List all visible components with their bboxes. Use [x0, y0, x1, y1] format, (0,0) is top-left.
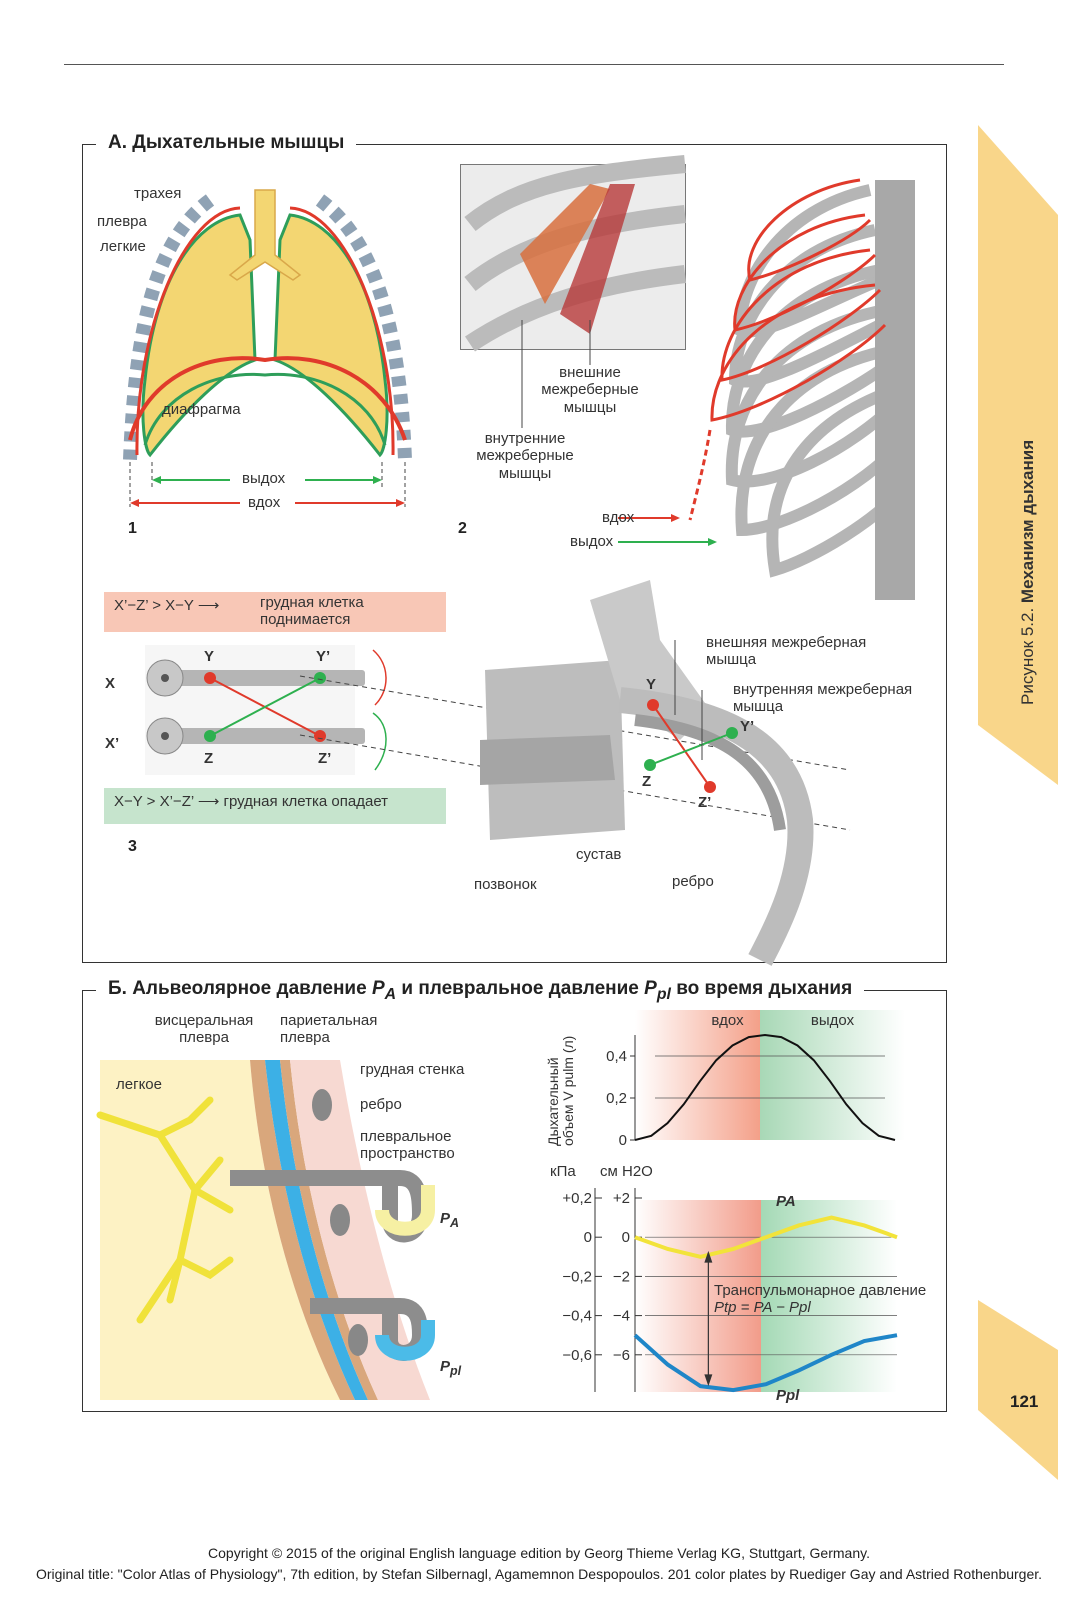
fig2-inhale-label: вдох [602, 509, 635, 526]
label-vert-y2: Y’ [740, 718, 755, 735]
rib-label-b: ребро [360, 1096, 402, 1113]
external-muscle-label: внешняя межреберная мышца [706, 634, 867, 669]
cmh2o-tick-label: −6 [613, 1347, 630, 1364]
trachea-label: трахея [134, 185, 182, 202]
fig3-number: 3 [128, 838, 137, 855]
joint-label: сустав [576, 846, 622, 863]
panel-a-title: А. Дыхательные мышцы [96, 132, 357, 154]
chest-wall-label: грудная стенка [360, 1061, 465, 1078]
copyright-line-1: Copyright © 2015 of the original English… [208, 1545, 870, 1561]
copyright-line-2: Original title: "Color Atlas of Physiolo… [35, 1566, 1043, 1582]
external-intercostal-label: внешние межреберные мышцы [541, 364, 639, 416]
vertebra-label: позвонок [474, 876, 537, 893]
rule-up-formula: X’−Z’ > X−Y [114, 597, 194, 614]
rule-down-formula: X−Y > X’−Z’ [114, 793, 194, 810]
rib-label: ребро [672, 873, 714, 890]
phase-label-inhale: вдох [711, 1012, 744, 1029]
fig2-arrows [618, 514, 717, 546]
exhale-zone [760, 1010, 905, 1140]
volume-tick-label: 0,2 [606, 1090, 627, 1107]
inhale-zone [635, 1010, 760, 1140]
kpa-tick-label: −0,6 [562, 1347, 592, 1364]
cmh2o-tick-label: −2 [613, 1268, 630, 1285]
label-y: Y [204, 648, 215, 665]
side-tab-text: Рисунок 5.2. Механизм дыхания [1018, 439, 1037, 705]
phase-label-exhale: выдох [811, 1012, 855, 1029]
diaphragm-label: диафрагма [162, 401, 241, 418]
pressure-annotation: Транспульмонарное давление Ptp = PA − Pp… [714, 1282, 927, 1317]
page-number: 121 [1010, 1392, 1039, 1411]
volume-chart: вдох выдох 0 0,2 0,4 [606, 1010, 905, 1149]
ppl-series-label: Ppl [776, 1387, 800, 1404]
cmh2o-tick-label: 0 [622, 1229, 630, 1246]
rule-chest-falls: X−Y > X’−Z’ ⟶ грудная клетка опадает [104, 788, 446, 824]
ppl-label: Ppl [440, 1358, 462, 1378]
lungs-illustration [123, 189, 412, 461]
series-ppl [633, 1333, 898, 1393]
label-y2: Y’ [316, 648, 331, 665]
volume-tick-label: 0,4 [606, 1048, 627, 1065]
internal-intercostal-label: внутренние межреберные мышцы [476, 430, 574, 482]
volume-ylabel: Дыхательный объем V pulm (л) [545, 1035, 577, 1146]
series-pa [634, 1215, 898, 1259]
panel-a [82, 144, 947, 963]
rule-chest-rises: X’−Z’ > X−Y ⟶ [104, 592, 446, 632]
lung-label: легкое [116, 1076, 162, 1093]
kpa-tick-label: +0,2 [562, 1190, 592, 1207]
pleura-diagram [96, 1060, 435, 1400]
kpa-label: кПа [550, 1163, 576, 1180]
fig2-number: 2 [458, 520, 467, 537]
top-rule [64, 64, 1004, 65]
cmh2o-tick-label: +2 [613, 1190, 630, 1207]
cmh2o-label: см H2O [600, 1163, 653, 1180]
rule-down-result: грудная клетка опадает [223, 793, 389, 810]
kpa-tick-label: −0,4 [562, 1308, 592, 1325]
fig1-exhale-label: выдох [242, 470, 286, 487]
pleura-label: плевра [97, 213, 147, 230]
arrow-right-icon: ⟶ [197, 597, 220, 614]
fig2-leader-lines [521, 320, 591, 428]
panel-b-title: Б. Альвеолярное давление PA и плеврально… [96, 978, 865, 1004]
intercostal-detail-illustration [460, 155, 687, 352]
pa-series-label: PA [776, 1193, 796, 1210]
label-vert-z2: Z’ [698, 794, 712, 811]
label-x2: X’ [105, 735, 120, 752]
fig1-inhale-label: вдох [248, 494, 281, 511]
internal-muscle-label: внутренняя межреберная мышца [733, 681, 913, 716]
inhale-zone-pressure [635, 1200, 761, 1392]
label-vert-z: Z [642, 773, 652, 790]
lungs-label: легкие [100, 238, 146, 255]
pa-label: PA [440, 1210, 460, 1230]
cmh2o-tick-label: −4 [613, 1308, 630, 1325]
label-z: Z [204, 750, 214, 767]
arrow-head-up [704, 1250, 713, 1263]
fig1-number: 1 [128, 520, 137, 537]
volume-tick-label: 0 [619, 1132, 627, 1149]
rule-up-result: грудная клетка поднимается [260, 594, 364, 629]
label-x: X [105, 675, 116, 692]
label-vert-y: Y [646, 676, 657, 693]
fig2-exhale-label: выдох [570, 533, 614, 550]
lever-model-diagram [145, 645, 387, 775]
visceral-pleura-label: висцеральная плевра [154, 1012, 254, 1047]
pleural-space-label: плевральное пространство [360, 1128, 455, 1163]
pressure-chart: кПа см H2O +0,2 +2 0 0 −0,2 −2 −0,4 −4 −0,6 −6 PA Ppl [550, 1163, 898, 1404]
ribcage-illustration [688, 178, 915, 600]
label-z2: Z’ [318, 750, 332, 767]
kpa-tick-label: 0 [584, 1229, 592, 1246]
fig1-arrows [129, 462, 406, 507]
arrow-right-icon: ⟶ [197, 793, 220, 810]
kpa-tick-label: −0,2 [562, 1268, 592, 1285]
parietal-pleura-label: париетальная плевра [280, 1012, 378, 1047]
arrow-head-down [704, 1374, 713, 1387]
vertebra-rib-illustration [299, 580, 851, 966]
volume-curve [634, 1033, 896, 1141]
